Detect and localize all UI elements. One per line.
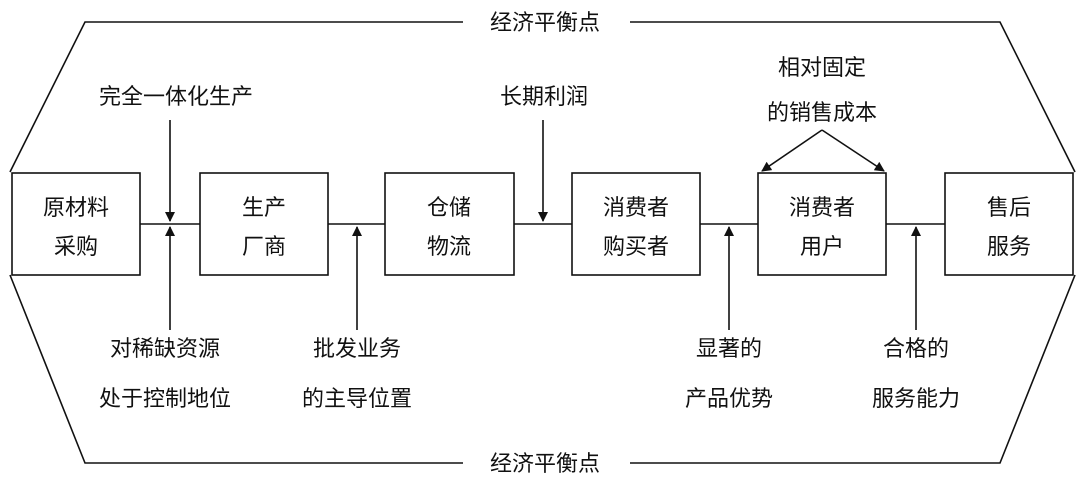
box-user-line2: 用户 <box>800 235 844 260</box>
box-buyer-line1: 消费者 <box>603 196 669 221</box>
label-wholesale-2: 的主导位置 <box>302 387 412 412</box>
box-raw-material-line1: 原材料 <box>43 196 109 221</box>
box-logistics: 仓储 物流 <box>384 172 515 276</box>
title-top: 经济平衡点 <box>490 11 600 36</box>
box-buyer: 消费者 购买者 <box>571 172 701 276</box>
arrow-fixed-cost-right <box>821 129 885 172</box>
box-after-sales-line2: 服务 <box>987 235 1031 260</box>
label-product-2: 产品优势 <box>685 387 773 412</box>
label-wholesale-1: 批发业务 <box>313 337 401 362</box>
box-manufacturer-line1: 生产 <box>242 196 286 221</box>
label-scarce-2: 处于控制地位 <box>99 387 231 412</box>
frame-bottom-left <box>9 274 463 464</box>
label-scarce-1: 对稀缺资源 <box>110 337 220 362</box>
title-bottom: 经济平衡点 <box>490 452 600 477</box>
box-user-line1: 消费者 <box>789 196 855 221</box>
label-fixed-cost-1: 相对固定 <box>778 56 866 81</box>
box-manufacturer-line2: 厂商 <box>242 235 286 260</box>
box-after-sales: 售后 服务 <box>944 172 1074 276</box>
label-fixed-cost-2: 的销售成本 <box>767 101 877 126</box>
box-user: 消费者 用户 <box>757 172 887 276</box>
label-service-2: 服务能力 <box>872 387 960 412</box>
label-service-1: 合格的 <box>883 337 949 362</box>
label-full-integration: 完全一体化生产 <box>99 85 253 110</box>
box-buyer-line2: 购买者 <box>603 235 669 260</box>
frame-top-left <box>9 21 463 173</box>
box-manufacturer: 生产 厂商 <box>199 172 329 276</box>
box-raw-material-line2: 采购 <box>54 235 98 260</box>
box-logistics-line2: 物流 <box>427 235 471 260</box>
label-product-1: 显著的 <box>696 337 762 362</box>
box-logistics-line1: 仓储 <box>427 196 471 221</box>
frame-top-right <box>630 21 1076 173</box>
box-raw-material: 原材料 采购 <box>11 172 141 276</box>
label-long-term-profit: 长期利润 <box>500 85 588 110</box>
arrow-fixed-cost-left <box>761 129 823 172</box>
frame-bottom-right <box>630 274 1076 464</box>
box-after-sales-line1: 售后 <box>987 196 1031 221</box>
